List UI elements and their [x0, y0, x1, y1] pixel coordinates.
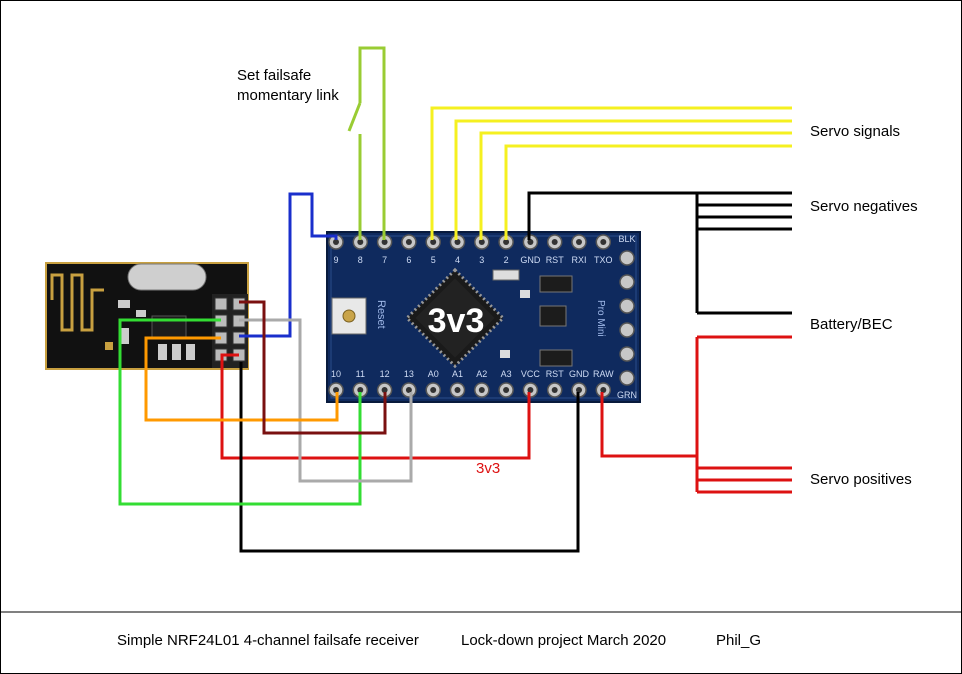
bottom-pin-center [527, 387, 534, 393]
orange-wire [144, 336, 339, 422]
right-pin-hole [619, 322, 635, 338]
top-pin-center [333, 239, 339, 245]
bottom-pin-center [430, 387, 437, 393]
bottom-pin-center [551, 387, 558, 393]
servo-positives-label: Servo positives [810, 471, 912, 488]
top-pin-center [576, 239, 582, 245]
blue-wire [239, 192, 338, 338]
bottom-pin-center [405, 387, 412, 393]
bottom-pin-label: A1 [452, 369, 463, 379]
servo-signals-label: Servo signals [810, 123, 900, 140]
bottom-pin-center [576, 387, 582, 393]
battery-bec-label: Battery/BEC [810, 316, 893, 333]
board-name: Pro Mini [595, 300, 606, 337]
bottom-pin-label: A0 [428, 369, 439, 379]
supply-3v3-label: 3v3 [476, 460, 500, 477]
top-pin-label: RXI [571, 255, 586, 265]
bottom-pin-label: 10 [331, 369, 341, 379]
top-pin-center [503, 239, 510, 245]
bottom-pin-label: RST [546, 369, 565, 379]
footer-author: Phil_G [716, 632, 761, 649]
bottom-pin-center [478, 387, 485, 393]
top-pin-label: 6 [406, 255, 411, 265]
servo-signal-4 [504, 144, 792, 240]
vcc-3v3-wire [220, 353, 531, 460]
bottom-pin-label: 11 [356, 369, 365, 379]
failsafe-wire-a [358, 46, 386, 240]
top-pin-center [600, 239, 607, 245]
top-pin-label: 7 [382, 255, 387, 265]
pcb-antenna-trace [50, 273, 104, 332]
top-pin-label: TXO [594, 255, 613, 265]
top-pin-center [527, 239, 534, 245]
top-pin-center [405, 239, 412, 245]
right-pin-hole [619, 370, 635, 386]
top-pin-label: GND [520, 255, 541, 265]
grey-wire [239, 318, 413, 483]
wires [118, 46, 792, 553]
switch-label-line1: Set failsafe [237, 67, 311, 84]
bottom-pin-center [333, 387, 339, 393]
top-pin-center [478, 239, 485, 245]
gnd-wire [239, 362, 580, 553]
bottom-pin-label: 12 [380, 369, 390, 379]
footer-project: Lock-down project March 2020 [461, 632, 666, 649]
bottom-pin-label: A2 [476, 369, 487, 379]
crystal [127, 263, 207, 291]
chip-voltage-label: 3v3 [428, 302, 485, 340]
green-wire [118, 318, 362, 506]
servo-negatives-label: Servo negatives [810, 198, 918, 215]
bottom-pin-label: 13 [404, 369, 414, 379]
top-pin-label: 8 [358, 255, 363, 265]
servo-signal-1 [430, 106, 792, 240]
top-pin-label: 3 [479, 255, 484, 265]
right-pin-hole [619, 250, 635, 266]
maroon-wire [239, 300, 387, 435]
top-corner-label: BLK [618, 234, 635, 244]
nrf24l01-module [45, 262, 249, 370]
right-pin-hole [619, 298, 635, 314]
bottom-pin-label: GND [569, 369, 590, 379]
switch-label-line2: momentary link [237, 87, 339, 104]
bottom-pin-label: RAW [593, 369, 614, 379]
reset-label: Reset [375, 300, 387, 329]
right-pin-hole [619, 274, 635, 290]
bottom-pin-center [357, 387, 364, 393]
top-pin-label: RST [546, 255, 565, 265]
bottom-pin-center [503, 387, 510, 393]
bottom-pin-label: VCC [521, 369, 541, 379]
bottom-corner-label: GRN [617, 390, 637, 400]
right-pin-hole [619, 346, 635, 362]
top-pin-label: 9 [333, 255, 338, 265]
bottom-pin-label: A3 [501, 369, 512, 379]
failsafe-switch-contact [347, 102, 362, 132]
servo-signal-3 [479, 131, 792, 240]
servo-negatives-bus [527, 191, 792, 240]
top-pin-label: 5 [431, 255, 436, 265]
top-pin-label: 4 [455, 255, 460, 265]
top-pin-center [381, 239, 388, 245]
servo-signal-2 [454, 119, 792, 240]
top-pin-center [551, 239, 558, 245]
footer-title: Simple NRF24L01 4-channel failsafe recei… [117, 632, 419, 649]
top-pin-center [357, 239, 364, 245]
top-pin-label: 2 [504, 255, 509, 265]
raw-positive-wire [600, 392, 697, 458]
bottom-pin-center [600, 387, 607, 393]
atmega-chip [404, 267, 506, 369]
top-pin-center [430, 239, 437, 245]
bottom-pin-center [454, 387, 461, 393]
top-pin-center [454, 239, 461, 245]
bottom-pin-center [381, 387, 388, 393]
